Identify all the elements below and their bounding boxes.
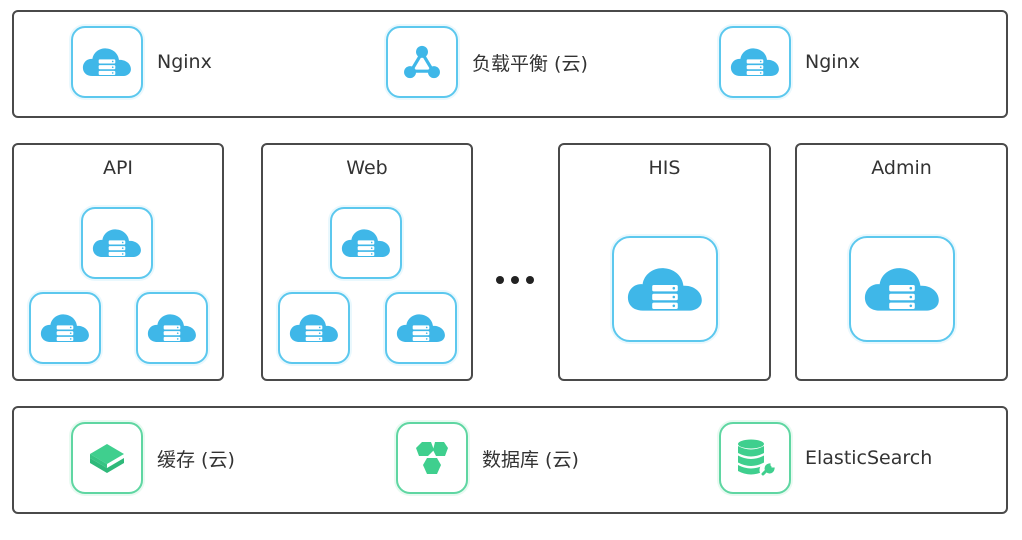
layers-icon <box>71 422 143 494</box>
bottom-item-label: ElasticSearch <box>805 447 933 469</box>
cloud-server-icon <box>71 26 143 98</box>
service-box-web: Web <box>261 143 473 381</box>
bottom-item-cache: 缓存 (云) <box>71 422 235 494</box>
service-box-api: API <box>12 143 224 381</box>
service-box-his: HIS <box>558 143 771 381</box>
bottom-item-elasticsearch: ElasticSearch <box>719 422 932 494</box>
top-item-label: Nginx <box>805 51 860 73</box>
cloud-server-icon <box>278 292 350 364</box>
more-services-ellipsis-icon <box>496 276 534 284</box>
service-title: HIS <box>648 157 681 179</box>
cloud-server-icon <box>849 236 955 342</box>
cloud-server-icon <box>330 207 402 279</box>
cloud-server-icon <box>81 207 153 279</box>
cloud-server-icon <box>29 292 101 364</box>
top-gateway-layer: Nginx 负载平衡 (云) Nginx <box>12 10 1008 118</box>
service-title: API <box>102 157 134 179</box>
cubes-icon <box>396 422 468 494</box>
top-item-label: Nginx <box>157 51 212 73</box>
service-title: Admin <box>871 157 932 179</box>
top-item-label: 负载平衡 (云) <box>472 52 588 75</box>
cloud-server-icon <box>719 26 791 98</box>
service-box-admin: Admin <box>795 143 1008 381</box>
top-item-nginx-1: Nginx <box>71 26 212 98</box>
bottom-item-label: 数据库 (云) <box>482 448 579 471</box>
bottom-data-layer: 缓存 (云) 数据库 (云) ElasticSearch <box>12 406 1008 514</box>
top-item-load-balancer: 负载平衡 (云) <box>386 26 588 98</box>
service-title: Web <box>346 157 388 179</box>
bottom-item-database: 数据库 (云) <box>396 422 579 494</box>
database-wrench-icon <box>719 422 791 494</box>
cloud-server-icon <box>385 292 457 364</box>
network-share-icon <box>386 26 458 98</box>
cloud-server-icon <box>136 292 208 364</box>
top-item-nginx-2: Nginx <box>719 26 860 98</box>
cloud-server-icon <box>612 236 718 342</box>
bottom-item-label: 缓存 (云) <box>157 448 235 471</box>
